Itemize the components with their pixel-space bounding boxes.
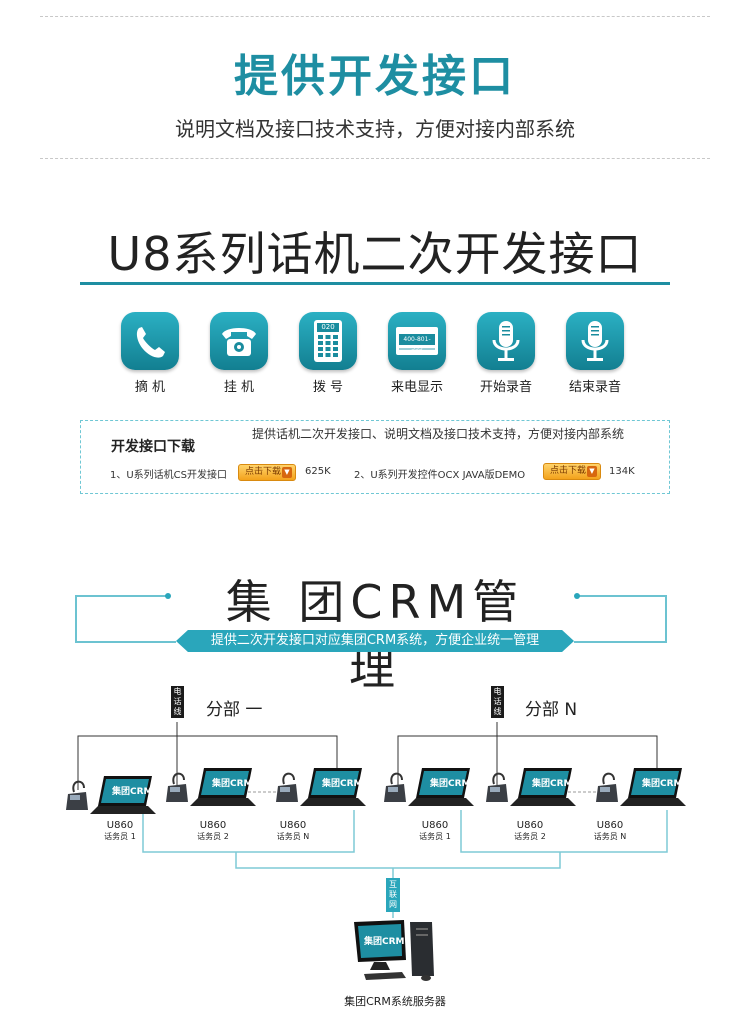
download-button-1-label: 点击下载 <box>245 467 282 477</box>
download-arrow-icon: ▼ <box>587 466 597 477</box>
download-item-2-name: 2、U系列开发控件OCX JAVA版DEMO <box>354 470 526 481</box>
download-description: 提供话机二次开发接口、说明文档及接口技术支持，方便对接内部系统 <box>252 427 625 441</box>
stop-record-feature <box>566 312 624 370</box>
agent-role: 话务员 2 <box>197 832 229 841</box>
u8-section-title: U8系列话机二次开发接口 <box>107 227 643 281</box>
dial-label: 拨 号 <box>312 380 344 395</box>
laptop-screen-label: 集团CRM <box>430 779 471 789</box>
workstation: 集团CRM <box>60 770 160 815</box>
laptop-screen-label: 集团CRM <box>322 779 363 789</box>
ip-phone-icon <box>66 776 156 814</box>
internet-tag: 互联网 <box>386 878 400 912</box>
hero-subtitle: 说明文档及接口技术支持，方便对接内部系统 <box>175 117 575 141</box>
crm-server: 集团CRM <box>350 918 442 984</box>
branch-1-name: 分部 一 <box>206 700 263 720</box>
top-divider <box>40 16 710 17</box>
agent-label: U860 话务员 2 <box>188 820 238 842</box>
workstation: 集团CRM <box>590 762 690 807</box>
hangup-label: 挂 机 <box>223 380 255 395</box>
agent-model: U860 <box>516 820 544 831</box>
agent-role: 话务员 N <box>593 832 627 841</box>
ip-phone-icon <box>486 768 576 806</box>
ip-phone-icon <box>596 768 686 806</box>
hero-title: 提供开发接口 <box>234 51 516 102</box>
crm-banner: 提供二次开发接口对应集团CRM系统，方便企业统一管理 <box>176 630 574 652</box>
laptop-screen-label: 集团CRM <box>212 779 253 789</box>
hero-divider <box>40 158 710 159</box>
u8-title-underline <box>80 282 670 285</box>
server-screen-label: 集团CRM <box>364 937 405 947</box>
hangup-feature <box>210 312 268 370</box>
download-item-1-name: 1、U系列话机CS开发接口 <box>110 470 228 481</box>
agent-role: 话务员 N <box>276 832 310 841</box>
download-panel <box>80 420 670 494</box>
dialpad-icon <box>314 320 342 362</box>
caller-id-feature: 400-801-333 <box>388 312 446 370</box>
microphone-icon <box>581 321 609 361</box>
server-computer-icon <box>354 920 434 981</box>
caller-id-number: 400-801-333 <box>403 336 431 352</box>
start-record-label: 开始录音 <box>479 380 532 395</box>
agent-label: U860 话务员 1 <box>95 820 145 842</box>
ip-phone-icon <box>276 768 366 806</box>
ip-phone-icon <box>166 768 256 806</box>
agent-model: U860 <box>596 820 624 831</box>
download-button-2[interactable]: 点击下载 ▼ <box>543 463 601 480</box>
download-arrow-icon: ▼ <box>282 467 292 478</box>
agent-role: 话务员 1 <box>419 832 451 841</box>
agent-label: U860 话务员 1 <box>410 820 460 842</box>
agent-label: U860 话务员 N <box>585 820 635 842</box>
server-label: 集团CRM系统服务器 <box>344 995 446 1008</box>
caller-id-icon <box>396 327 438 355</box>
agent-model: U860 <box>199 820 227 831</box>
dialpad-display: 020 <box>321 323 335 331</box>
download-heading: 开发接口下载 <box>111 439 195 455</box>
agent-model: U860 <box>106 820 134 831</box>
start-record-feature <box>477 312 535 370</box>
dial-feature: 020 <box>299 312 357 370</box>
workstation: 集团CRM <box>480 762 580 807</box>
pickup-label: 摘 机 <box>134 380 166 395</box>
phone-line-tag-1: 电话线 <box>171 686 184 718</box>
agent-model: U860 <box>421 820 449 831</box>
ip-phone-icon <box>384 768 474 806</box>
agent-role: 话务员 1 <box>104 832 136 841</box>
stop-record-label: 结束录音 <box>568 380 621 395</box>
workstation: 集团CRM <box>270 762 370 807</box>
caller-id-label: 来电显示 <box>390 380 443 395</box>
laptop-screen-label: 集团CRM <box>532 779 573 789</box>
download-item-1-size: 625K <box>305 466 331 477</box>
download-button-1[interactable]: 点击下载 ▼ <box>238 464 296 481</box>
pickup-feature <box>121 312 179 370</box>
agent-label: U860 话务员 N <box>268 820 318 842</box>
download-item-2-size: 134K <box>609 466 635 477</box>
download-heading-tab <box>81 421 241 453</box>
agent-model: U860 <box>279 820 307 831</box>
branch-n-name: 分部 N <box>525 700 578 720</box>
microphone-icon <box>492 321 520 361</box>
laptop-screen-label: 集团CRM <box>112 787 153 797</box>
agent-role: 话务员 2 <box>514 832 546 841</box>
handset-icon <box>136 327 165 358</box>
agent-label: U860 话务员 2 <box>505 820 555 842</box>
download-button-2-label: 点击下载 <box>550 466 587 476</box>
workstation: 集团CRM <box>378 762 478 807</box>
laptop-screen-label: 集团CRM <box>642 779 683 789</box>
workstation: 集团CRM <box>160 762 260 807</box>
desk-phone-icon <box>222 328 256 356</box>
phone-line-tag-2: 电话线 <box>491 686 504 718</box>
